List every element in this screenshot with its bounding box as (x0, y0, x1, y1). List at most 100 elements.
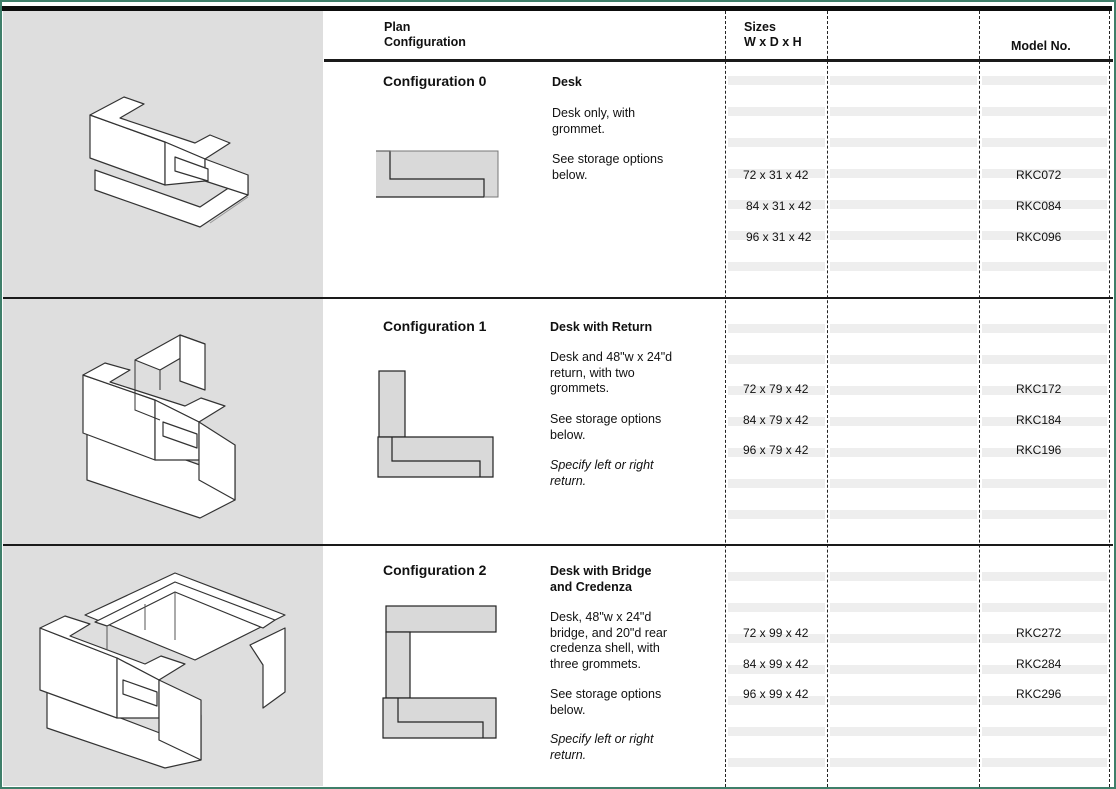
table-stripe (728, 727, 825, 736)
table-stripe (830, 758, 977, 767)
config-2-desc: Desk, 48"w x 24"d bridge, and 20"d rear … (550, 610, 668, 671)
config-1-desc: Desk and 48"w x 24"d return, with two gr… (550, 350, 673, 395)
table-stripe (728, 479, 825, 488)
table-stripe (982, 107, 1107, 116)
table-stripe (830, 665, 977, 674)
table-stripe (982, 138, 1107, 147)
config-2-size-3: 96 x 99 x 42 (743, 687, 809, 701)
config-1-size-2: 84 x 79 x 42 (743, 413, 809, 427)
header-sizes: Sizes W x D x H (744, 20, 802, 49)
table-stripe (982, 355, 1107, 364)
header-rule (324, 59, 1113, 62)
config-1-storage: See storage options below. (550, 412, 662, 442)
config-1-note: Specify left or right return. (550, 458, 654, 488)
table-stripe (982, 510, 1107, 519)
table-stripe (728, 200, 825, 209)
table-stripe (830, 634, 977, 643)
table-stripe (728, 572, 825, 581)
table-stripe (728, 107, 825, 116)
table-stripe (728, 696, 825, 705)
table-stripe (830, 603, 977, 612)
config-2-model-3: RKC296 (1016, 687, 1062, 701)
divider-model (979, 11, 980, 787)
table-stripe (830, 727, 977, 736)
table-stripe (830, 448, 977, 457)
table-stripe (982, 200, 1107, 209)
config-1-model-2: RKC184 (1016, 413, 1062, 427)
table-stripe (728, 169, 825, 178)
config-0-size-1: 72 x 31 x 42 (743, 168, 809, 182)
config-2-plan-drawing (382, 605, 497, 739)
table-stripe (982, 231, 1107, 240)
config-1-iso-drawing (82, 334, 236, 519)
config-2-storage: See storage options below. (550, 687, 662, 717)
table-stripe (830, 355, 977, 364)
table-stripe (830, 76, 977, 85)
table-stripe (830, 696, 977, 705)
config-0-iso-drawing (89, 96, 249, 228)
config-0-model-2: RKC084 (1016, 199, 1062, 213)
table-stripe (728, 262, 825, 271)
config-0-title: Configuration 0 (383, 73, 487, 89)
table-stripe (728, 231, 825, 240)
config-2-title: Configuration 2 (383, 562, 487, 578)
table-stripe (982, 479, 1107, 488)
config-1-size-1: 72 x 79 x 42 (743, 382, 809, 396)
table-stripe (830, 572, 977, 581)
table-stripe (982, 386, 1107, 395)
config-0-name: Desk (552, 75, 582, 89)
table-stripe (830, 479, 977, 488)
table-stripe (830, 417, 977, 426)
table-stripe (728, 603, 825, 612)
table-stripe (830, 262, 977, 271)
config-2-model-1: RKC272 (1016, 626, 1062, 640)
table-stripe (728, 510, 825, 519)
table-stripe (728, 386, 825, 395)
config-0-size-3: 96 x 31 x 42 (746, 230, 812, 244)
header-plan-configuration: Plan Configuration (384, 20, 466, 49)
table-stripe (982, 169, 1107, 178)
table-stripe (982, 727, 1107, 736)
table-stripe (982, 696, 1107, 705)
divider-right (1109, 11, 1110, 787)
table-stripe (982, 76, 1107, 85)
config-0-desc: Desk only, with grommet. (552, 106, 636, 136)
config-0-storage: See storage options below. (552, 152, 664, 182)
table-stripe (830, 169, 977, 178)
config-0-model-3: RKC096 (1016, 230, 1062, 244)
table-stripe (728, 665, 825, 674)
table-stripe (982, 665, 1107, 674)
table-stripe (982, 603, 1107, 612)
config-1-plan-drawing (377, 370, 494, 478)
table-stripe (830, 386, 977, 395)
table-stripe (982, 448, 1107, 457)
config-2-note: Specify left or right return. (550, 732, 654, 762)
top-rule (2, 6, 1112, 11)
divider-sizes (725, 11, 726, 787)
divider-empty (827, 11, 828, 787)
table-stripe (728, 634, 825, 643)
table-stripe (728, 76, 825, 85)
config-1-size-3: 96 x 79 x 42 (743, 443, 809, 457)
table-stripe (830, 324, 977, 333)
table-stripe (728, 324, 825, 333)
table-stripe (982, 634, 1107, 643)
table-stripe (728, 417, 825, 426)
section-rule-1 (3, 297, 1113, 299)
config-0-plan-drawing (376, 150, 499, 198)
section-rule-2 (3, 544, 1113, 546)
config-2-iso-drawing (39, 572, 286, 769)
table-stripe (830, 107, 977, 116)
config-1-title: Configuration 1 (383, 318, 487, 334)
table-stripe (728, 138, 825, 147)
config-0-size-2: 84 x 31 x 42 (746, 199, 812, 213)
table-stripe (982, 758, 1107, 767)
table-stripe (830, 200, 977, 209)
config-1-model-1: RKC172 (1016, 382, 1062, 396)
table-stripe (982, 262, 1107, 271)
table-stripe (728, 355, 825, 364)
config-2-name: Desk with Bridge and Credenza (550, 564, 652, 594)
config-0-model-1: RKC072 (1016, 168, 1062, 182)
table-stripe (728, 448, 825, 457)
